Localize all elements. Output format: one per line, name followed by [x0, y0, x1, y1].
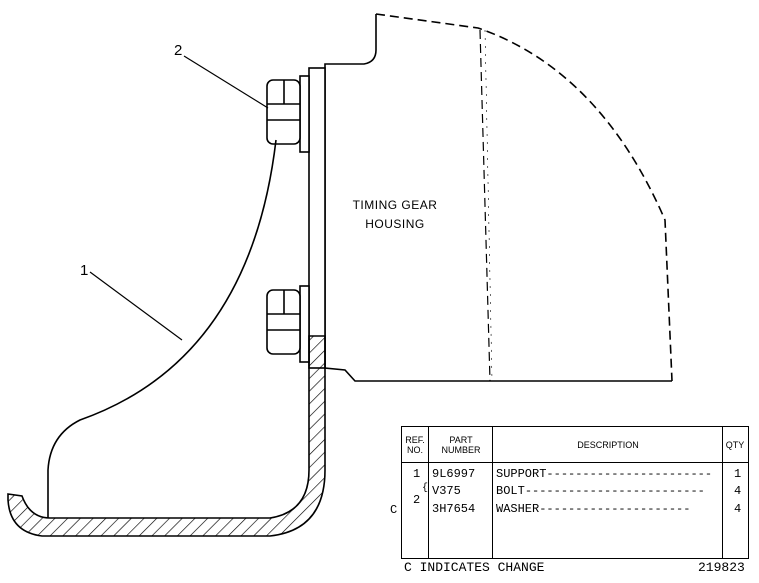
row1-ref: 1 [413, 467, 421, 481]
housing-label-line1: TIMING GEAR [352, 198, 438, 212]
drawing-number: 219823 [698, 560, 745, 575]
row2-description: BOLT------------------------- [496, 484, 705, 498]
col-divider [492, 427, 723, 558]
row2-description-text: BOLT [496, 484, 525, 498]
row2-qty: 4 [734, 484, 742, 498]
housing-label: TIMING GEAR HOUSING [340, 196, 450, 234]
header-part-number: PART NUMBER [441, 434, 481, 455]
row3-description-text: WASHER [496, 502, 540, 516]
row3-part: 3H7654 [432, 502, 476, 516]
callout-2: 2 [174, 42, 183, 59]
row1-description-text: SUPPORT [496, 467, 547, 481]
housing-label-line2: HOUSING [365, 217, 425, 231]
row1-qty: 1 [734, 467, 742, 481]
bolt-lower [266, 289, 301, 355]
support-section-hatched [7, 335, 326, 537]
row2-ref: 2 [413, 493, 421, 507]
bolt-upper [266, 79, 301, 145]
callout-1: 1 [80, 262, 89, 279]
row3-qty: 4 [734, 502, 742, 516]
leader-line-1 [89, 271, 183, 341]
col-divider [402, 427, 429, 558]
row1-description: SUPPORT----------------------- [496, 467, 713, 481]
col-divider [428, 427, 493, 558]
row2-brace: { [422, 483, 429, 494]
change-marker: C [390, 503, 398, 517]
row2-part: V375 [432, 484, 461, 498]
parts-table: REF. NO. PART NUMBER DESCRIPTION QTY 1 9… [390, 426, 749, 559]
header-description: DESCRIPTION [577, 439, 639, 450]
leader-line-2 [183, 55, 269, 109]
row1-part: 9L6997 [432, 467, 476, 481]
change-note: C INDICATES CHANGE [404, 560, 545, 575]
header-ref-no: REF. NO. [405, 434, 425, 455]
header-qty: QTY [725, 439, 745, 450]
support-plate [299, 67, 326, 369]
support-gusset-edge [47, 139, 277, 518]
row3-description: WASHER--------------------- [496, 502, 691, 516]
timing-gear-housing [324, 13, 673, 382]
header-divider [402, 462, 748, 463]
